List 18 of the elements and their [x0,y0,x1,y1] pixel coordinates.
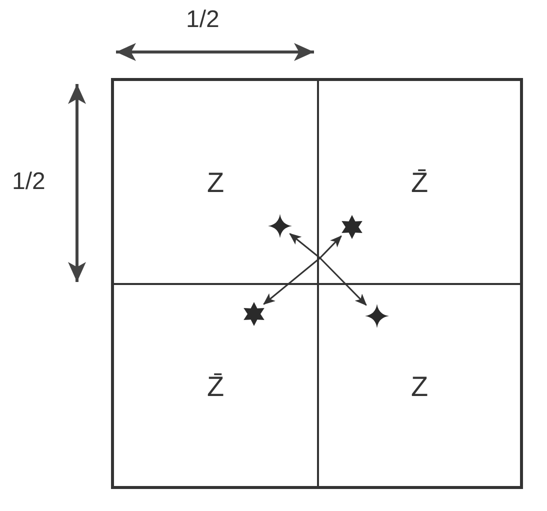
star-marker [268,214,292,238]
quadrant-label: Z [410,373,428,401]
quadrant-label: Z̄ [410,169,428,197]
star-marker [365,304,389,328]
arrow [319,257,367,306]
quadrant [318,284,521,487]
dimension-label: 1/2 [186,8,220,32]
arrow [263,257,320,305]
arrow [289,233,320,259]
star-marker [340,215,364,239]
quadrant-label: Z̄ [206,373,224,401]
quadrant [113,80,318,284]
quadrant [318,80,521,284]
dimension-label: 1/2 [12,170,46,194]
quadrant [113,284,318,487]
star-marker [242,302,266,326]
quadrant-label: Z [206,169,224,197]
arrow [319,235,342,259]
